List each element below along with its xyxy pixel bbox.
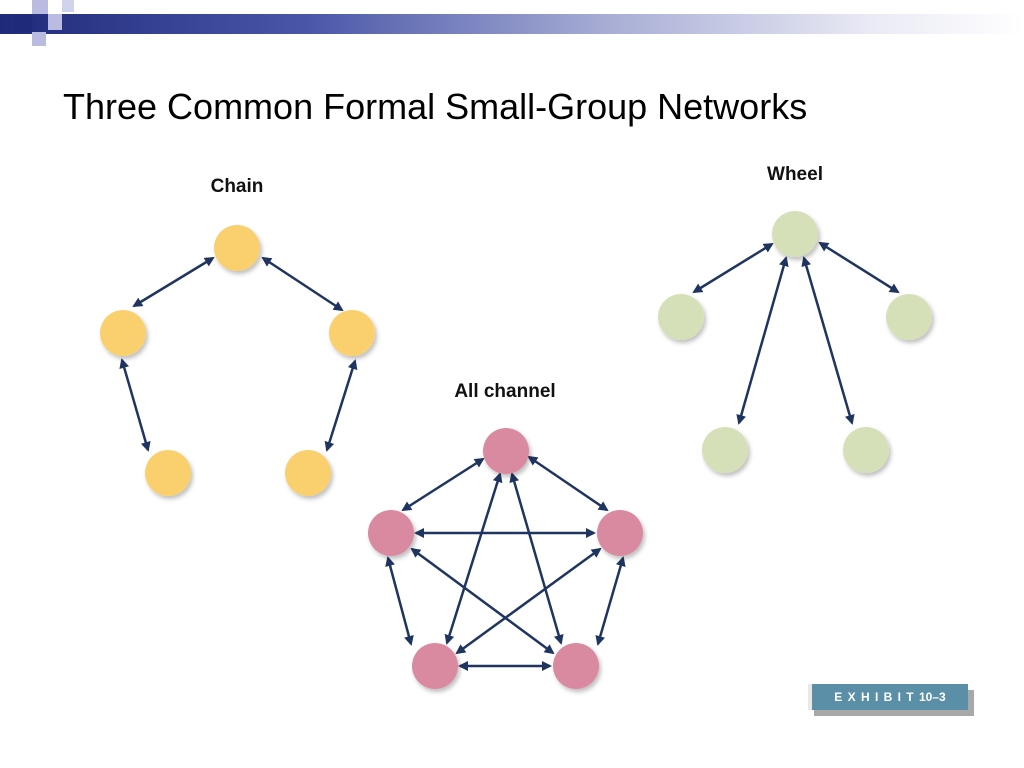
all-channel-node [412, 643, 458, 689]
wheel-node [702, 427, 748, 473]
chain-link [261, 256, 344, 312]
exhibit-prefix: E X H I B I T [834, 690, 915, 704]
logo-square-light [48, 14, 62, 30]
all-channel-node [368, 510, 414, 556]
chain-node [329, 310, 375, 356]
all-channel-node [483, 428, 529, 474]
all-channel-node [597, 510, 643, 556]
all-channel-link [455, 547, 602, 655]
chain-link [324, 359, 358, 452]
chain-links [119, 256, 358, 452]
wheel-link [736, 256, 789, 425]
chain-link [119, 358, 151, 452]
all-channel-link [595, 556, 626, 646]
header-decoration-bar [0, 14, 1024, 34]
logo-square-light [32, 32, 46, 46]
chain-nodes [100, 225, 375, 496]
logo-square-dark [14, 14, 32, 32]
all-channel-links [385, 455, 626, 671]
all-channel-link [527, 455, 609, 512]
chain-link [132, 256, 215, 308]
logo-square-light [32, 0, 48, 14]
wheel-link [692, 242, 774, 294]
all-channel-link [410, 547, 555, 655]
wheel-node [843, 427, 889, 473]
wheel-hub-node [772, 211, 818, 257]
all-channel-label: All channel [454, 381, 555, 402]
chain-node [214, 225, 260, 271]
all-channel-link [444, 472, 503, 645]
wheel-link [818, 241, 900, 294]
logo-square-light [62, 0, 74, 12]
wheel-nodes [658, 211, 932, 473]
all-channel-link [509, 472, 564, 645]
wheel-node [886, 294, 932, 340]
exhibit-badge: E X H I B I T 10–3 [808, 684, 968, 710]
chain-node [285, 450, 331, 496]
wheel-link [801, 256, 855, 425]
chain-node [100, 310, 146, 356]
all-channel-node [553, 643, 599, 689]
all-channel-link [401, 457, 485, 512]
slide-title: Three Common Formal Small-Group Networks [63, 86, 808, 127]
chain-node [145, 450, 191, 496]
chain-label: Chain [211, 176, 264, 197]
wheel-links [692, 241, 900, 425]
all-channel-nodes [368, 428, 643, 689]
wheel-label: Wheel [767, 164, 823, 185]
exhibit-number: 10–3 [918, 690, 946, 704]
all-channel-link [385, 556, 414, 646]
wheel-node [658, 294, 704, 340]
